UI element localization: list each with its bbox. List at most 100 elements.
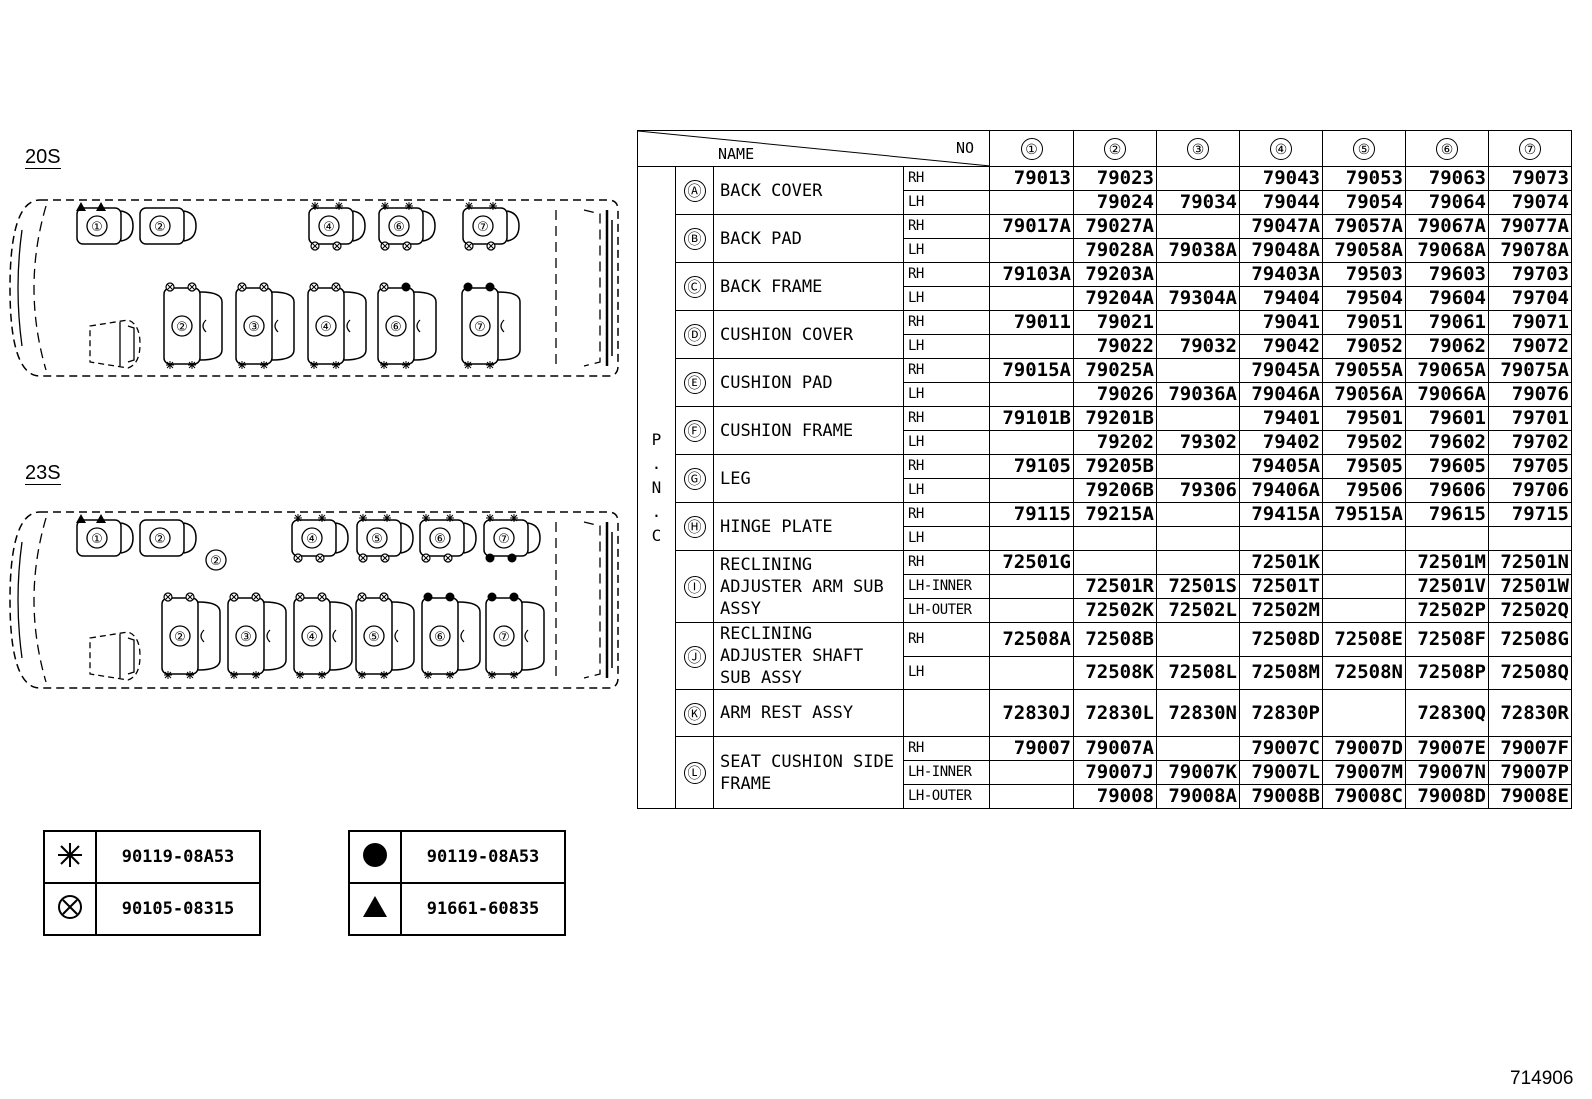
side-label: RH	[903, 310, 990, 335]
part-number-cell: 79705	[1488, 454, 1572, 479]
part-number-cell	[989, 334, 1074, 359]
asterisk-bolt-mark	[424, 671, 432, 679]
part-number-cell: 79501	[1322, 406, 1406, 431]
group-letter-badge: Ⓖ	[683, 468, 706, 490]
side-label	[903, 689, 990, 737]
part-number-cell	[989, 526, 1074, 551]
part-number-cell	[1156, 358, 1240, 383]
part-number-cell: 79115	[989, 502, 1074, 527]
header-no: NO	[956, 139, 975, 157]
part-name: CUSHION FRAME	[713, 406, 904, 455]
rear-seat: ④	[307, 282, 367, 369]
part-number-cell: 79506	[1322, 478, 1406, 503]
asterisk-bolt-mark	[446, 671, 454, 679]
side-label: LH	[903, 286, 990, 311]
part-number-cell: 72501N	[1488, 550, 1572, 575]
small-seat: ②	[139, 207, 197, 245]
part-number-cell: 79215A	[1073, 502, 1157, 527]
seat-number: ③	[248, 320, 260, 335]
part-number-cell: 79047A	[1239, 214, 1323, 239]
part-number-cell: 72508G	[1488, 622, 1572, 657]
group-letter-badge: Ⓕ	[683, 420, 706, 442]
part-number-cell	[989, 784, 1074, 809]
asterisk-bolt-mark	[335, 202, 343, 210]
group-letter-badge: Ⓛ	[683, 762, 706, 784]
part-number-cell	[1156, 622, 1240, 657]
part-number-cell: 79205B	[1073, 454, 1157, 479]
side-label: LH-OUTER	[903, 784, 990, 809]
part-number-cell: 79026	[1073, 382, 1157, 407]
side-label: RH	[903, 262, 990, 287]
part-number-cell: 79306	[1156, 478, 1240, 503]
part-number-cell: 79007M	[1322, 760, 1406, 785]
part-number-cell: 72508Q	[1488, 655, 1572, 690]
seat-number: ④	[320, 320, 332, 335]
column-header: ①	[1020, 138, 1043, 160]
group-letter-badge: Ⓗ	[683, 516, 706, 538]
seat-number: ②	[176, 320, 188, 335]
part-number-cell: 79704	[1488, 286, 1572, 311]
part-number-cell: 72830J	[989, 689, 1074, 737]
part-number-cell: 72508N	[1322, 655, 1406, 690]
part-number-cell	[1239, 526, 1323, 551]
part-number-cell: 72501R	[1073, 574, 1157, 599]
side-label: RH	[903, 550, 990, 575]
part-number-cell: 79007	[989, 736, 1074, 761]
part-number-cell: 79515A	[1322, 502, 1406, 527]
table-row: LH	[638, 526, 1572, 551]
part-number-cell: 72501G	[989, 550, 1074, 575]
asterisk-bolt-mark	[310, 361, 318, 369]
seat-number: ④	[306, 630, 318, 645]
part-number-cell: 79025A	[1073, 358, 1157, 383]
part-number-cell: 79703	[1488, 262, 1572, 287]
part-number-cell: 72502L	[1156, 598, 1240, 623]
diagonal-line	[638, 131, 989, 166]
filled-circle-bolt-mark	[423, 592, 433, 602]
part-number-cell: 79715	[1488, 502, 1572, 527]
asterisk-bolt-mark	[380, 671, 388, 679]
part-number-cell: 79606	[1405, 478, 1489, 503]
filled-circle-bolt-mark	[445, 592, 455, 602]
part-number-cell: 79101B	[989, 406, 1074, 431]
part-number-cell: 79202	[1073, 430, 1157, 455]
part-name: BACK FRAME	[713, 262, 904, 311]
asterisk-bolt-mark	[405, 202, 413, 210]
windshield	[33, 205, 47, 371]
part-number-cell: 79604	[1405, 286, 1489, 311]
seat-number: ③	[240, 630, 252, 645]
part-number-cell	[1156, 736, 1240, 761]
part-number-cell: 79023	[1073, 166, 1157, 191]
driver-seat	[89, 319, 141, 369]
part-number-cell: 79032	[1156, 334, 1240, 359]
part-number-cell: 79302	[1156, 430, 1240, 455]
part-number-cell	[1322, 526, 1406, 551]
legend-row: 91661-60835	[348, 882, 566, 936]
part-number-cell	[1156, 262, 1240, 287]
seat-number: ②	[174, 630, 186, 645]
small-seat: ⑥	[378, 202, 436, 251]
small-seat: ④	[291, 514, 349, 563]
seat-number: ⑤	[371, 532, 383, 547]
part-number-cell: 79077A	[1488, 214, 1572, 239]
part-number-cell: 79605	[1405, 454, 1489, 479]
small-seat: ①	[76, 202, 134, 245]
part-number-cell	[989, 430, 1074, 455]
part-number-cell: 79615	[1405, 502, 1489, 527]
part-number-cell: 79406A	[1239, 478, 1323, 503]
part-number-cell: 79206B	[1073, 478, 1157, 503]
part-number-cell: 79403A	[1239, 262, 1323, 287]
small-seat: ①	[76, 514, 134, 557]
part-number-cell: 79008B	[1239, 784, 1323, 809]
part-name: CUSHION COVER	[713, 310, 904, 359]
part-number-cell: 79007L	[1239, 760, 1323, 785]
column-header: ⑥	[1436, 138, 1458, 160]
part-number-cell: 79602	[1405, 430, 1489, 455]
part-name: BACK PAD	[713, 214, 904, 263]
